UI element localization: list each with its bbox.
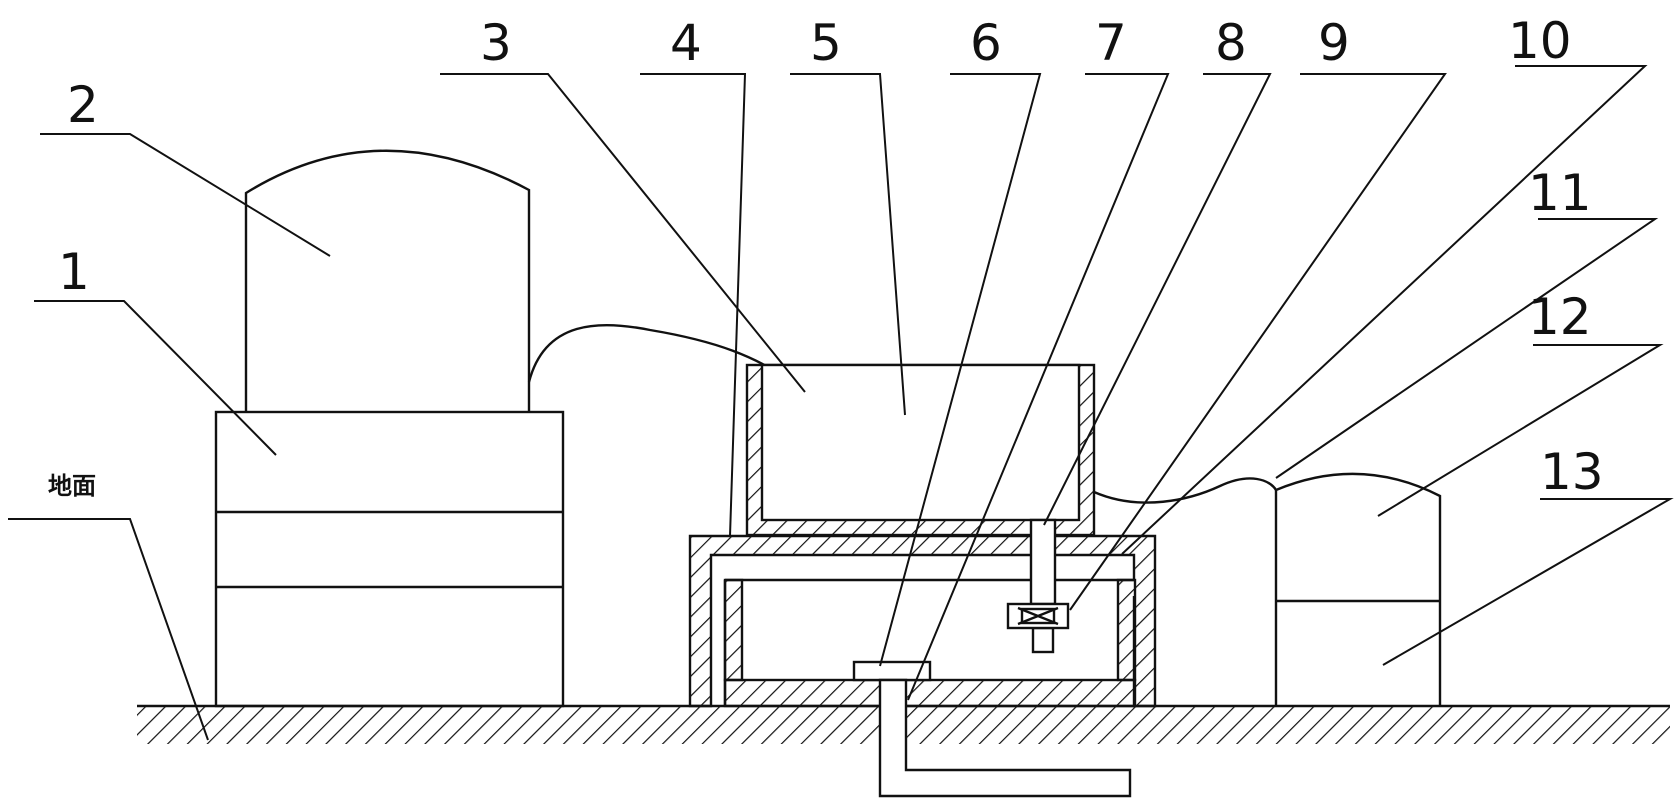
- label-3: 3: [480, 14, 512, 72]
- component-7-drain-pipe: [878, 678, 1132, 798]
- label-8: 8: [1215, 14, 1247, 72]
- leader-lines: [8, 65, 1674, 741]
- component-9-valve: [1006, 602, 1070, 630]
- component-1-box: [214, 410, 565, 708]
- ground-label: 地面: [48, 472, 96, 500]
- component-8-pipe: [1029, 518, 1057, 654]
- labels: 1 2 3 4 5 6 7 8 9 10 11 12 13 地面: [48, 12, 1604, 501]
- label-10: 10: [1508, 12, 1572, 70]
- component-6-drain-cap: [852, 660, 932, 682]
- component-3-cable: [527, 323, 806, 393]
- component-5-container: [745, 363, 1096, 537]
- component-12-13-tank: [1274, 472, 1442, 706]
- label-11: 11: [1528, 164, 1592, 222]
- label-4: 4: [670, 14, 702, 72]
- component-11-cable: [1093, 477, 1278, 504]
- label-12: 12: [1528, 288, 1592, 346]
- label-6: 6: [970, 14, 1002, 72]
- label-13: 13: [1540, 443, 1604, 501]
- label-1: 1: [58, 243, 90, 301]
- label-9: 9: [1318, 14, 1350, 72]
- label-5: 5: [810, 14, 842, 72]
- label-2: 2: [67, 76, 99, 134]
- component-2-tank: [244, 149, 531, 412]
- label-7: 7: [1095, 14, 1127, 72]
